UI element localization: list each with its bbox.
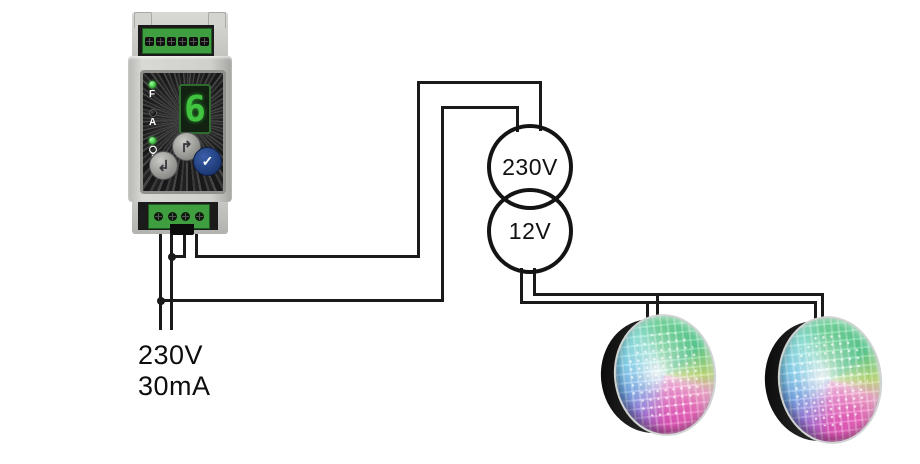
wire-segment [160,299,444,302]
supply-rating-label: 230V 30mA [138,340,211,402]
wire-segment [170,220,173,330]
arrow-down-icon: ↲ [157,157,170,175]
led-lamp [149,137,156,144]
wire-segment [520,301,817,304]
wire-segment [195,255,420,258]
mounting-tab [134,12,152,28]
wire-segment [195,220,198,258]
wire-segment [417,81,542,84]
led-a [149,109,157,117]
led-f [149,81,156,88]
din-rail-clip [170,224,194,235]
wire-segment [533,293,824,296]
terminal-screw [200,36,209,46]
supply-voltage-text: 230V [138,340,204,370]
wire-segment [159,220,162,330]
controller-body: F A 6 ↱ [128,56,232,202]
wire-segment [170,255,186,258]
segment-display: 6 [179,84,211,134]
wire-segment [821,293,824,322]
wire-segment [814,301,817,322]
wire-segment [646,301,649,322]
arrow-down-button: ↲ [149,151,178,180]
terminal-screw [167,212,177,221]
wire-segment [539,81,542,131]
wire-segment [533,268,536,296]
terminal-screw [167,36,176,46]
top-terminal-block [142,28,212,54]
terminal-screw [156,36,165,46]
mounting-tab [208,12,226,28]
junction-dot [168,253,176,261]
pool-light-2 [757,310,889,450]
transformer-secondary-label: 12V [508,217,552,244]
light-controller-device: F A 6 ↱ [128,12,232,235]
transformer-secondary-circle: 12V [487,188,573,274]
transformer-primary-label: 230V [502,153,558,180]
wire-segment [516,106,519,132]
terminal-screw [181,212,191,221]
wire-segment [441,106,519,109]
terminal-screw [195,212,205,221]
terminal-screw [189,36,198,46]
wire-segment [520,268,523,304]
wire-segment [183,220,186,258]
terminal-screw [153,212,163,221]
bottom-terminal-block [148,204,210,229]
supply-current-text: 30mA [138,371,211,401]
junction-dot [157,297,165,305]
wire-segment [656,293,659,322]
led-a-label: A [149,117,157,128]
led-f-label: F [149,89,156,100]
pool-light-1 [594,308,723,442]
check-icon: ✓ [201,153,214,169]
terminal-screw [145,36,154,46]
terminal-screw [178,36,187,46]
confirm-button: ✓ [193,147,222,176]
controller-front-panel: F A 6 ↱ [140,70,226,194]
wire-segment [417,81,420,258]
wire-segment [441,106,444,302]
display-digit: 6 [184,88,206,130]
arrow-up-icon: ↱ [180,138,193,156]
